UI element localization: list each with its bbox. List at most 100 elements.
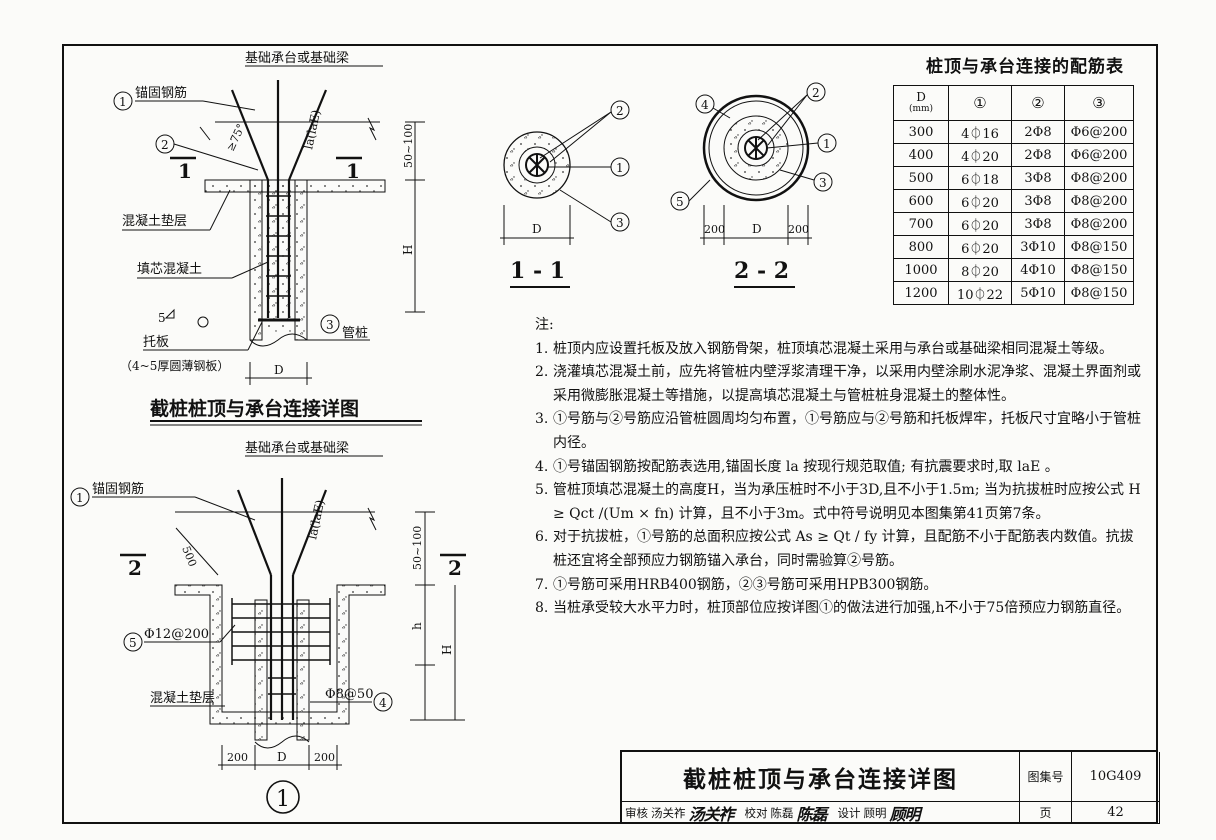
note-number: 5. xyxy=(535,482,549,499)
section-mark2-left: 2 xyxy=(128,556,142,580)
svg-text:3: 3 xyxy=(819,176,827,190)
dim-top: 50~100 xyxy=(402,124,415,168)
note-item: 1.桩顶内应设置托板及放入钢筋骨架，桩顶填芯混凝土采用与承台或基础梁相同混凝土等… xyxy=(535,338,1147,362)
checker-signature: 陈磊 xyxy=(796,805,828,824)
section-mark2-right: 2 xyxy=(448,556,462,580)
note-text: ①号筋与②号筋应沿管桩圆周均匀布置，①号筋应与②号筋和托板焊牢，托板尺寸宜略小于… xyxy=(553,411,1141,451)
table-cell: 3Φ8 xyxy=(1011,212,1065,236)
header-bar3: ③ xyxy=(1064,85,1134,121)
svg-text:4: 4 xyxy=(379,696,387,710)
table-cell: 700 xyxy=(893,212,949,236)
svg-text:3: 3 xyxy=(616,216,624,230)
note-number: 1. xyxy=(535,340,549,357)
table-cell: 500 xyxy=(893,166,949,190)
header-bar2: ② xyxy=(1011,85,1065,121)
drawing-frame xyxy=(62,44,1158,824)
table-cell: Φ6@200 xyxy=(1064,143,1134,167)
note-text: ①号筋可采用HRB400钢筋，②③号筋可采用HPB300钢筋。 xyxy=(553,576,938,593)
pile-label: 管桩 xyxy=(342,326,368,341)
fill-label: 填芯混凝土 xyxy=(137,261,202,277)
table-cell: 3Φ8 xyxy=(1011,189,1065,213)
anchor-label: 锚固钢筋 xyxy=(135,85,187,101)
notes-heading: 注: xyxy=(535,317,554,333)
table-cell: Φ8@200 xyxy=(1064,212,1134,236)
svg-text:4: 4 xyxy=(701,98,709,112)
table-cell: 6⏀18 xyxy=(948,166,1012,190)
weld-mark: 5 xyxy=(158,311,166,325)
detail-number: 1 xyxy=(276,787,290,812)
dim-200-right: 200 xyxy=(314,751,335,764)
review-label: 审核 xyxy=(625,806,648,820)
section22-label: 2 - 2 xyxy=(734,258,789,284)
stirrup-label: Φ12@200 xyxy=(144,627,209,642)
note-text: 桩顶内应设置托板及放入钢筋骨架，桩顶填芯混凝土采用与承台或基础梁相同混凝土等级。 xyxy=(553,340,1113,357)
header-bar1: ① xyxy=(948,85,1012,121)
atlas-label: 图集号 xyxy=(1020,752,1072,802)
note-item: 5.管桩顶填芯混凝土的高度H，当为承压桩时不小于3D,且不小于1.5m; 当为抗… xyxy=(535,479,1147,526)
notes: 注: 1.桩顶内应设置托板及放入钢筋骨架，桩顶填芯混凝土采用与承台或基础梁相同混… xyxy=(535,314,1147,621)
table-cell: 2Φ8 xyxy=(1011,143,1065,167)
table-cell: 4⏀16 xyxy=(948,120,1012,144)
svg-text:2: 2 xyxy=(616,104,624,118)
page-number: 42 xyxy=(1072,802,1160,824)
detail-upper-title: 截桩桩顶与承台连接详图 xyxy=(150,397,359,420)
note-text: ①号锚固钢筋按配筋表选用,锚固长度 la 按现行规范取值; 有抗震要求时,取 l… xyxy=(553,458,1059,475)
check-label: 校对 xyxy=(744,806,768,820)
table-cell: 4⏀20 xyxy=(948,143,1012,167)
table-cell: Φ8@150 xyxy=(1064,281,1134,305)
table-cell: 600 xyxy=(893,189,949,213)
section22-dim-200-left: 200 xyxy=(704,223,725,236)
header-d: D(mm) xyxy=(893,85,949,121)
rebar-table-title: 桩顶与承台连接的配筋表 xyxy=(926,57,1124,77)
detail-upper: 基础承台或基础梁 1 锚固钢筋 2 xyxy=(113,51,425,426)
section-mark-right: 1 xyxy=(346,159,360,183)
note-item: 3.①号筋与②号筋应沿管桩圆周均匀布置，①号筋应与②号筋和托板焊牢，托板尺寸宜略… xyxy=(535,408,1147,455)
note-number: 6. xyxy=(535,529,549,546)
table-cell: 1200 xyxy=(893,281,949,305)
plate-label: 托板 xyxy=(143,335,169,350)
section-2-2: 4 2 1 3 5 200 D 200 2 - 2 xyxy=(670,82,837,288)
svg-text:2: 2 xyxy=(812,86,820,100)
table-cell: Φ8@150 xyxy=(1064,258,1134,282)
spiral-label: Φ8@50 xyxy=(325,687,373,702)
reviewer-signature: 汤关祚 xyxy=(688,805,735,824)
plate-note: （4~5厚圆薄钢板） xyxy=(120,358,229,373)
dim-D: D xyxy=(274,363,284,377)
table-cell: 3Φ10 xyxy=(1011,235,1065,259)
cushion-label-2: 混凝土垫层 xyxy=(150,690,215,706)
note-text: 对于抗拔桩，①号筋的总面积应按公式 As ≥ Qt / fy 计算，且配筋不小于… xyxy=(553,529,1134,569)
table-cell: 6⏀20 xyxy=(948,212,1012,236)
detail-lower: 基础承台或基础梁 1 锚固钢筋 500 la(laE) 2 xyxy=(70,441,466,814)
note-number: 3. xyxy=(535,411,549,428)
dim-h: h xyxy=(410,622,424,630)
svg-text:5: 5 xyxy=(129,636,137,650)
table-cell: Φ6@200 xyxy=(1064,120,1134,144)
anchor-length-label: la(laE) xyxy=(301,108,323,150)
note-text: 浇灌填芯混凝土前，应先将管桩内壁浮浆清理干净，以采用内壁涂刷水泥净浆、混凝土界面… xyxy=(553,364,1141,404)
notes-list: 1.桩顶内应设置托板及放入钢筋骨架，桩顶填芯混凝土采用与承台或基础梁相同混凝土等… xyxy=(535,338,1147,621)
note-number: 8. xyxy=(535,600,549,617)
title-block: 截桩桩顶与承台连接详图 图集号 10G409 页 42 审核 汤关祚 汤关祚 校… xyxy=(620,750,1160,824)
table-cell: 8⏀20 xyxy=(948,258,1012,282)
table-cell: 10⏀22 xyxy=(948,281,1012,305)
table-cell: Φ8@150 xyxy=(1064,235,1134,259)
section-mark-left: 1 xyxy=(178,159,192,183)
svg-text:2: 2 xyxy=(161,138,169,152)
design-label: 设计 xyxy=(837,806,861,820)
table-cell: 4Φ10 xyxy=(1011,258,1065,282)
table-cell: 5Φ10 xyxy=(1011,281,1065,305)
section22-dim-D: D xyxy=(752,222,762,236)
table-cell: 6⏀20 xyxy=(948,189,1012,213)
table-cell: 6⏀20 xyxy=(948,235,1012,259)
section22-dim-200-right: 200 xyxy=(788,223,809,236)
dim-top-2: 50~100 xyxy=(411,526,424,570)
checker-name: 陈磊 xyxy=(770,806,794,820)
svg-text:1: 1 xyxy=(76,491,84,505)
